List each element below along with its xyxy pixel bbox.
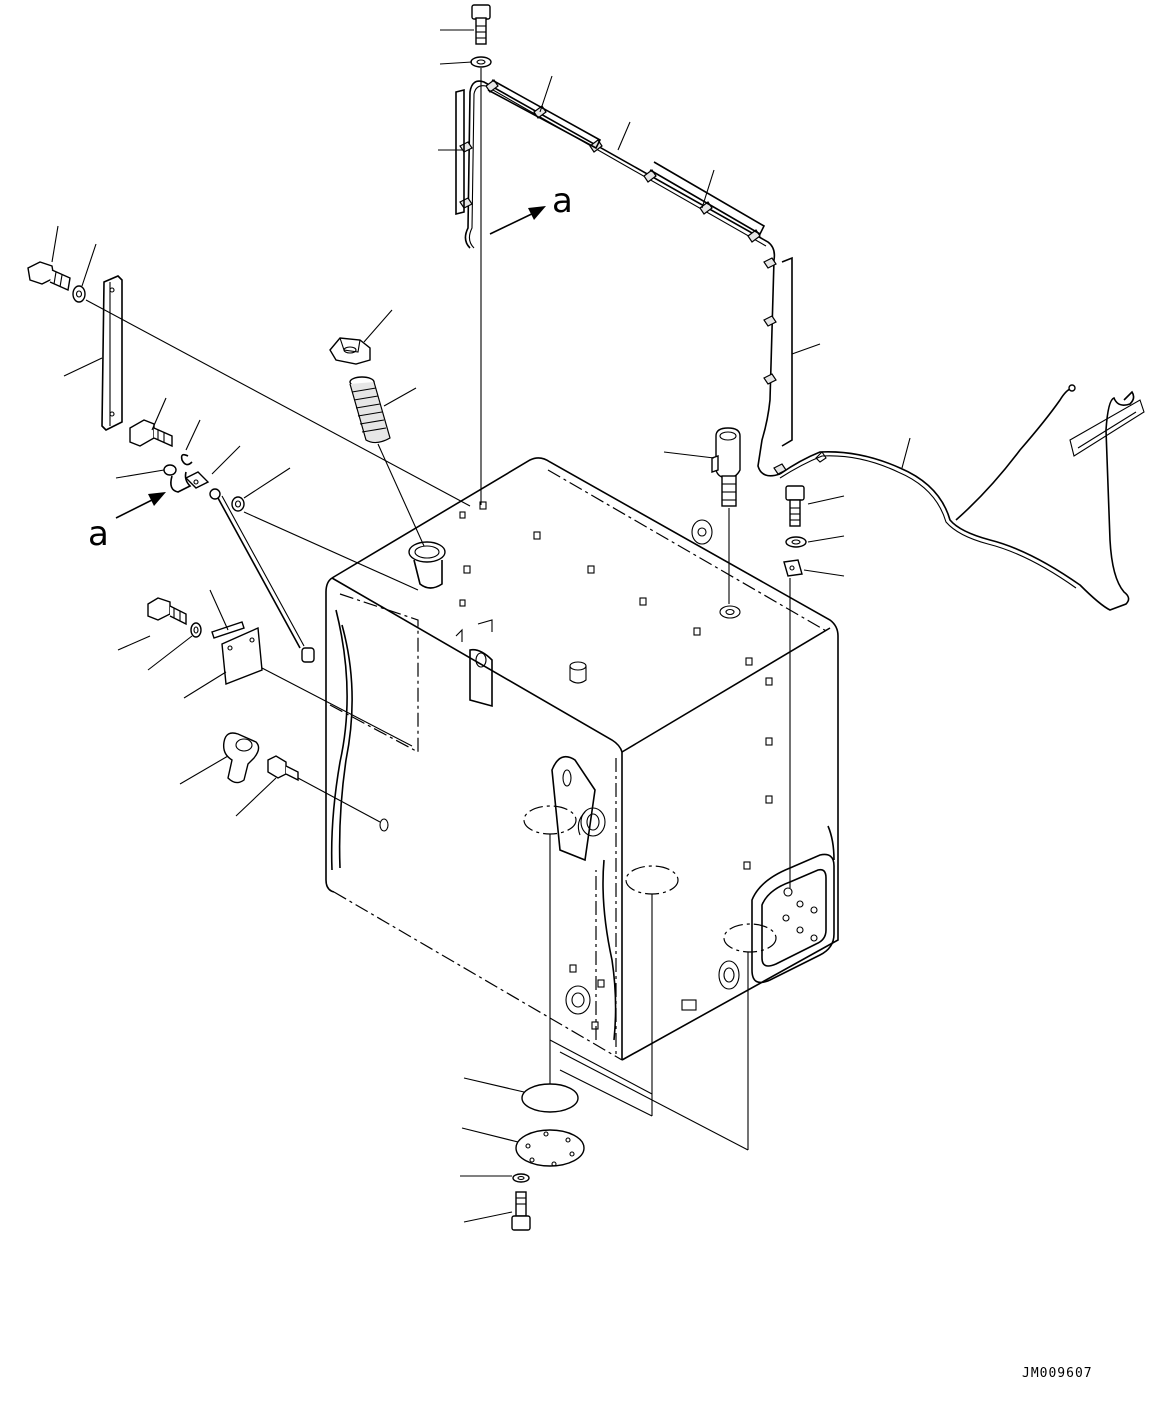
top-bolt <box>471 4 491 45</box>
filler-cap <box>329 337 371 365</box>
tank-body <box>325 457 839 1061</box>
view-arrow-left: a <box>88 492 166 554</box>
bottom-gasket <box>521 1083 579 1113</box>
front-face-openings <box>523 755 777 1015</box>
air-breather <box>711 427 741 507</box>
bottom-reference-lines <box>549 834 749 1151</box>
level-sensor-rod <box>209 488 315 663</box>
bottom-cover <box>515 1129 585 1167</box>
strainer <box>349 376 391 444</box>
cover-plate-left <box>221 626 263 685</box>
level-sensor-flange <box>184 471 210 489</box>
top-washer <box>470 56 492 68</box>
tank-top-bracket <box>455 619 493 708</box>
view-marker-top-label: a <box>552 181 573 221</box>
strainer-axis <box>377 443 425 547</box>
drain-plug-axis <box>297 777 381 823</box>
top-face-holes <box>379 501 773 1030</box>
washer-rod <box>231 496 245 512</box>
drain-elbow <box>222 732 260 784</box>
small-collar <box>163 464 177 476</box>
drain-plug <box>267 755 299 782</box>
rod-washer-axis <box>243 511 419 591</box>
snap-ring <box>180 453 193 466</box>
washer-upper-left <box>72 285 86 303</box>
bolt-cover <box>147 597 187 626</box>
side-access-panel <box>751 825 835 984</box>
guard-strip <box>101 275 123 431</box>
drawing-number: JM009607 <box>1022 1366 1093 1381</box>
washer-cover <box>190 622 202 638</box>
view-arrow-top: a <box>489 181 573 235</box>
bolt-left-axis <box>85 299 471 507</box>
sensor-cable <box>779 384 1145 611</box>
clamp-right <box>783 559 803 577</box>
bottom-washer <box>512 1173 530 1183</box>
washer-right <box>785 536 807 548</box>
view-marker-left-label: a <box>88 514 109 554</box>
connector-fitting <box>129 419 173 448</box>
filler-neck <box>408 541 446 589</box>
bolt-upper-left <box>27 261 71 292</box>
hose-clamp <box>170 471 192 493</box>
leader-lines <box>51 29 911 1223</box>
cover-axis <box>261 667 413 747</box>
wire-harness <box>455 79 793 477</box>
bolt-right <box>785 485 805 527</box>
bottom-bolt <box>511 1191 531 1231</box>
